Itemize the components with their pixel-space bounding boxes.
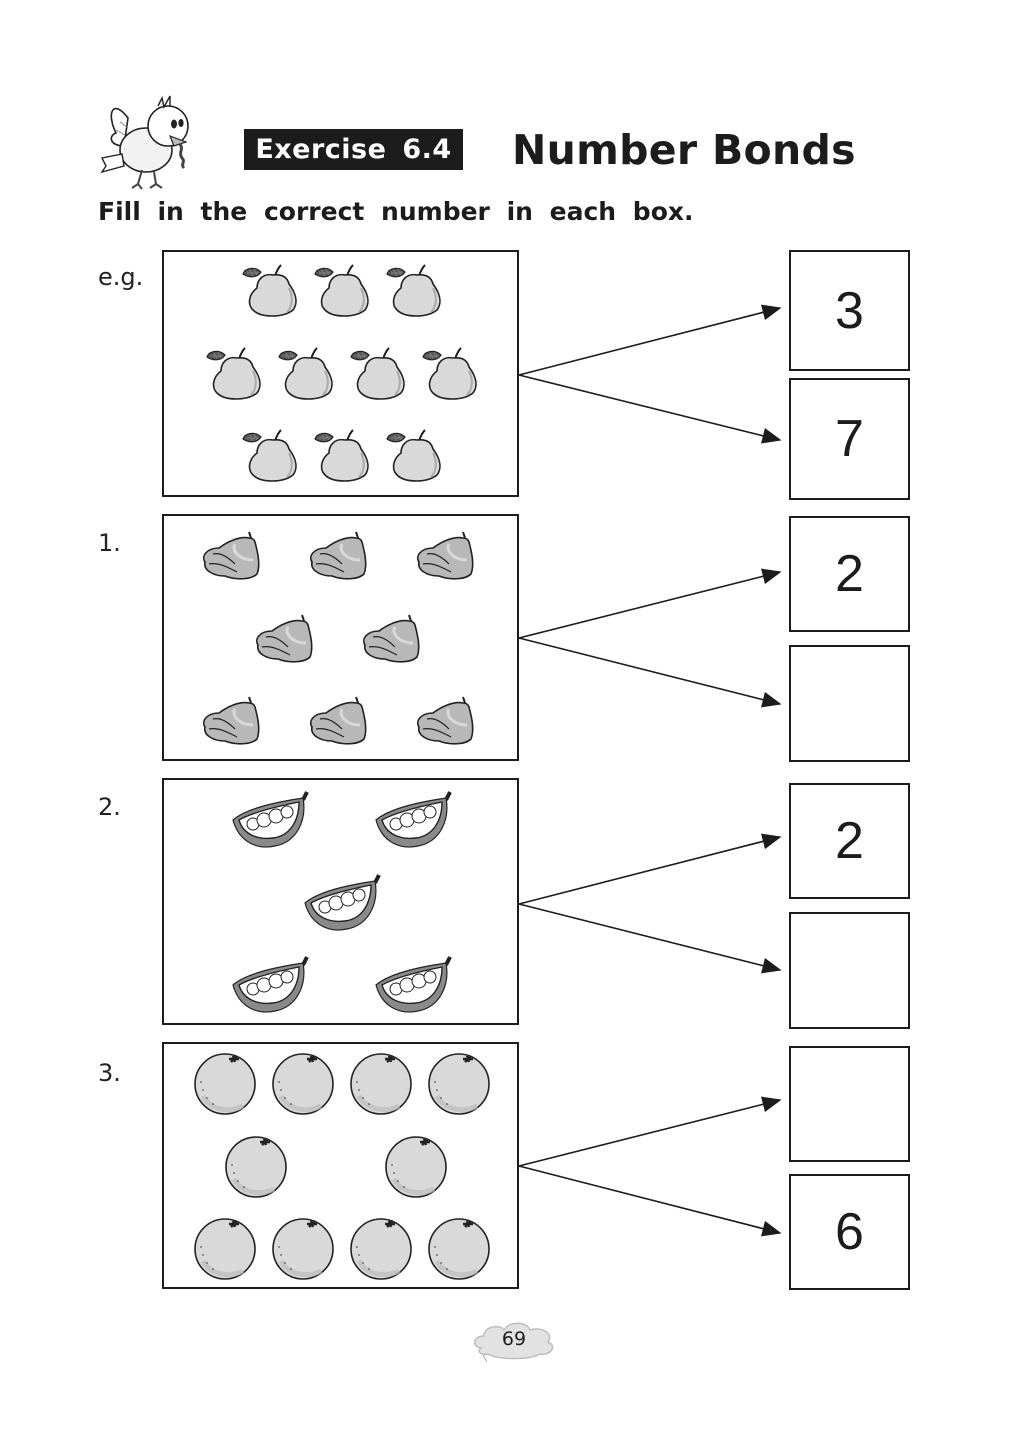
exercise-badge: Exercise 6.4	[244, 129, 463, 170]
orange-icon	[427, 1053, 490, 1115]
pear-icon	[205, 346, 261, 400]
arrow-up-right-icon	[518, 833, 782, 905]
orange-icon	[225, 1135, 287, 1198]
water-apple-icon	[363, 614, 420, 663]
question-label: 2.	[98, 793, 121, 821]
fruit-picture-box	[162, 1042, 519, 1289]
pear-icon	[313, 429, 369, 482]
arrow-down-right-icon	[518, 1165, 782, 1237]
water-apple-icon	[417, 696, 474, 745]
pear-icon	[385, 429, 441, 482]
cloud-icon	[474, 1322, 554, 1362]
answer-box[interactable]: 2	[789, 783, 910, 899]
durian-icon	[375, 791, 452, 848]
arrow-down-right-icon	[518, 637, 782, 708]
pear-icon	[385, 264, 441, 317]
page-title: Number Bonds	[512, 126, 856, 174]
answer-box[interactable]: 7	[789, 378, 910, 500]
bird-with-worm-icon	[100, 95, 189, 190]
page-number: 69	[501, 1328, 527, 1350]
answer-box[interactable]: 6	[789, 1174, 910, 1290]
arrow-down-right-icon	[518, 374, 782, 444]
question-label: 1.	[98, 529, 121, 557]
orange-icon	[271, 1218, 334, 1280]
durian-icon	[232, 791, 309, 848]
orange-icon	[385, 1135, 448, 1198]
durian-icon	[375, 955, 452, 1013]
pear-icon	[241, 264, 297, 317]
arrow-down-right-icon	[518, 903, 782, 974]
arrow-up-right-icon	[518, 568, 782, 639]
durian-icon	[232, 955, 309, 1013]
pear-icon	[241, 429, 297, 482]
answer-box[interactable]: 3	[789, 250, 910, 371]
pear-icon	[421, 346, 477, 400]
orange-icon	[271, 1053, 334, 1115]
water-apple-icon	[202, 696, 260, 745]
arrow-up-right-icon	[518, 1096, 782, 1167]
pear-icon	[349, 346, 405, 400]
water-apple-icon	[309, 696, 367, 745]
instruction-text: Fill in the correct number in each box.	[98, 197, 694, 226]
answer-box[interactable]: 2	[789, 516, 910, 632]
arrow-up-right-icon	[518, 304, 782, 376]
water-apple-icon	[256, 614, 313, 663]
orange-icon	[193, 1053, 256, 1115]
durian-icon	[303, 873, 381, 931]
answer-box[interactable]	[789, 912, 910, 1029]
fruit-picture-box	[162, 514, 519, 761]
water-apple-icon	[202, 531, 260, 580]
question-label: e.g.	[98, 263, 144, 291]
water-apple-icon	[309, 531, 367, 580]
answer-box[interactable]	[789, 1046, 910, 1162]
orange-icon	[349, 1218, 412, 1280]
question-label: 3.	[98, 1059, 121, 1087]
pear-icon	[313, 264, 369, 317]
answer-box[interactable]	[789, 645, 910, 762]
pear-icon	[277, 346, 333, 400]
orange-icon	[427, 1218, 490, 1280]
water-apple-icon	[417, 531, 474, 580]
orange-icon	[349, 1053, 412, 1115]
orange-icon	[193, 1218, 256, 1280]
fruit-picture-box	[162, 778, 519, 1025]
fruit-picture-box	[162, 250, 519, 497]
